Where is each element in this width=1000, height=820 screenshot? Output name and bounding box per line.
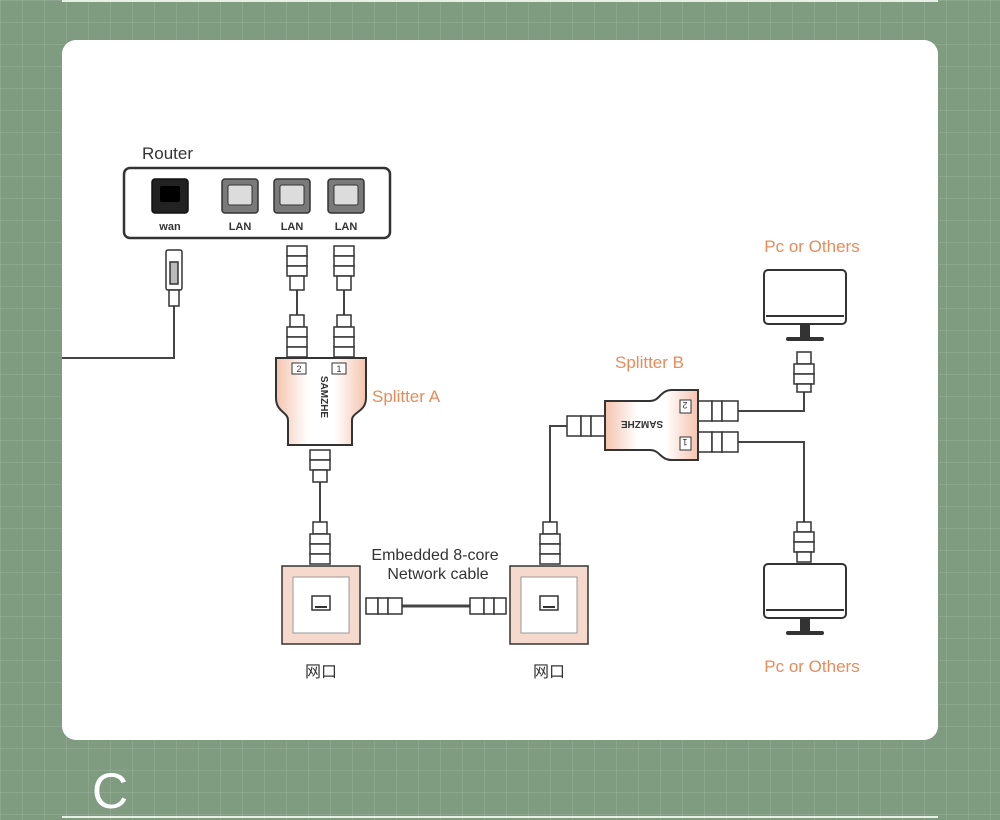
- cable-label-line1: Embedded 8-core: [371, 547, 498, 564]
- router-port-lan[interactable]: LAN: [327, 178, 365, 233]
- router-port-label: LAN: [229, 221, 252, 233]
- splitter-a-brand: SAMZHE: [318, 376, 329, 419]
- splitter-b-to-pc-top-cable: [738, 390, 805, 412]
- pc-bottom-label: Pc or Others: [764, 657, 859, 676]
- wallport-to-splitter-b-cable: [549, 425, 567, 522]
- router-port-lan[interactable]: LAN: [221, 178, 259, 233]
- bottom-rule: [62, 816, 938, 818]
- wan-cable: [62, 305, 175, 359]
- router-port-label: wan: [158, 221, 181, 233]
- splitter-a-port-2: 2: [296, 364, 301, 374]
- splitter-b-port-1: 1: [682, 437, 687, 447]
- wall-port-left-label: 网口: [305, 664, 337, 681]
- splitter-b-to-pc-bottom-cable: [738, 441, 805, 522]
- splitter-a[interactable]: 2 1 SAMZHE: [275, 357, 367, 446]
- splitter-a-port-1: 1: [336, 364, 341, 374]
- network-diagram: Router wan LAN LAN LAN: [62, 144, 860, 681]
- splitter-a-label: Splitter A: [372, 387, 441, 406]
- monitor-icon[interactable]: [763, 269, 847, 341]
- section-letter: C: [92, 763, 129, 819]
- splitter-b-port-2: 2: [682, 400, 687, 410]
- splitter-b[interactable]: 2 1 SAMZHE: [604, 389, 699, 461]
- cables: [62, 290, 805, 608]
- rj45-connectors: [286, 245, 815, 615]
- splitter-b-brand: SAMZHE: [621, 418, 664, 429]
- router-port-label: LAN: [335, 221, 358, 233]
- top-rule: [62, 0, 938, 2]
- router-port-wan[interactable]: wan: [151, 178, 189, 233]
- cable-label-line2: Network cable: [387, 566, 488, 583]
- wall-port-left[interactable]: [281, 565, 361, 645]
- diagram-panel: Router wan LAN LAN LAN: [62, 40, 938, 740]
- router-label: Router: [142, 144, 193, 163]
- wall-port-right-label: 网口: [533, 664, 565, 681]
- router-port-lan[interactable]: LAN: [273, 178, 311, 233]
- wall-port-right[interactable]: [509, 565, 589, 645]
- wan-plug: [165, 249, 183, 307]
- router-port-label: LAN: [281, 221, 304, 233]
- splitter-b-label: Splitter B: [615, 353, 684, 372]
- monitor-icon[interactable]: [763, 563, 847, 635]
- pc-top-label: Pc or Others: [764, 237, 859, 256]
